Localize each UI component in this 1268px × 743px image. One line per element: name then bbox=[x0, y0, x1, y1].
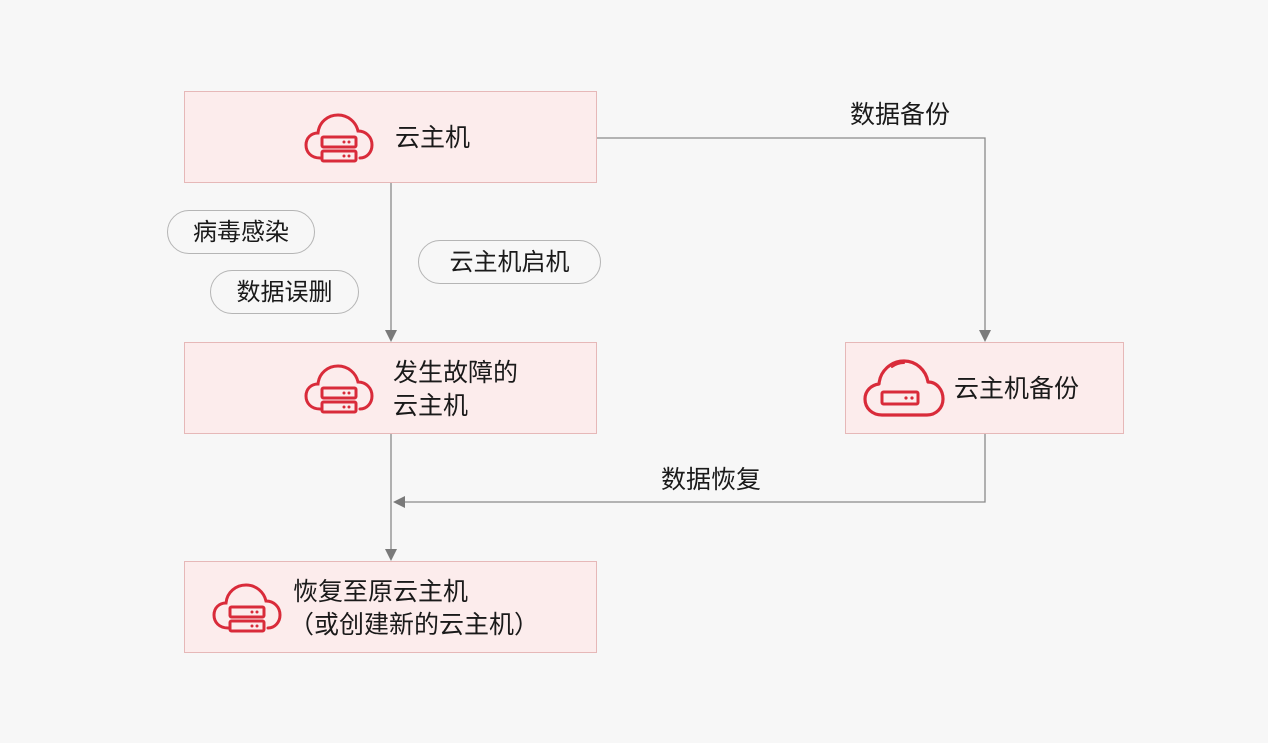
cloud-server-icon bbox=[304, 113, 374, 163]
edge-label-data-restore: 数据恢复 bbox=[661, 465, 762, 494]
node-restored: 恢复至原云主机 （或创建新的云主机） bbox=[184, 561, 597, 653]
node-backup: 云主机备份 bbox=[845, 342, 1124, 434]
cause-virus-pill: 病毒感染 bbox=[167, 210, 315, 254]
cloud-storage-icon bbox=[863, 359, 945, 417]
node-restored-label-line2: （或创建新的云主机） bbox=[289, 610, 540, 639]
node-backup-label: 云主机备份 bbox=[954, 374, 1080, 403]
cause-deleted-pill: 数据误删 bbox=[210, 270, 359, 314]
node-host: 云主机 bbox=[184, 91, 597, 183]
edge-host-to-backup bbox=[597, 137, 991, 342]
edge-label-data-backup: 数据备份 bbox=[850, 100, 951, 129]
node-faulty-host-label-line2: 云主机 bbox=[393, 391, 469, 420]
cloud-server-icon bbox=[212, 583, 282, 633]
node-faulty-host: 发生故障的 云主机 bbox=[184, 342, 597, 434]
cause-boot-pill: 云主机启机 bbox=[418, 240, 601, 284]
node-faulty-host-label-line1: 发生故障的 bbox=[393, 358, 519, 387]
cloud-server-icon bbox=[304, 364, 374, 414]
node-restored-label-line1: 恢复至原云主机 bbox=[293, 577, 469, 606]
node-host-label: 云主机 bbox=[395, 123, 471, 152]
edge-backup-to-merge bbox=[393, 434, 986, 508]
